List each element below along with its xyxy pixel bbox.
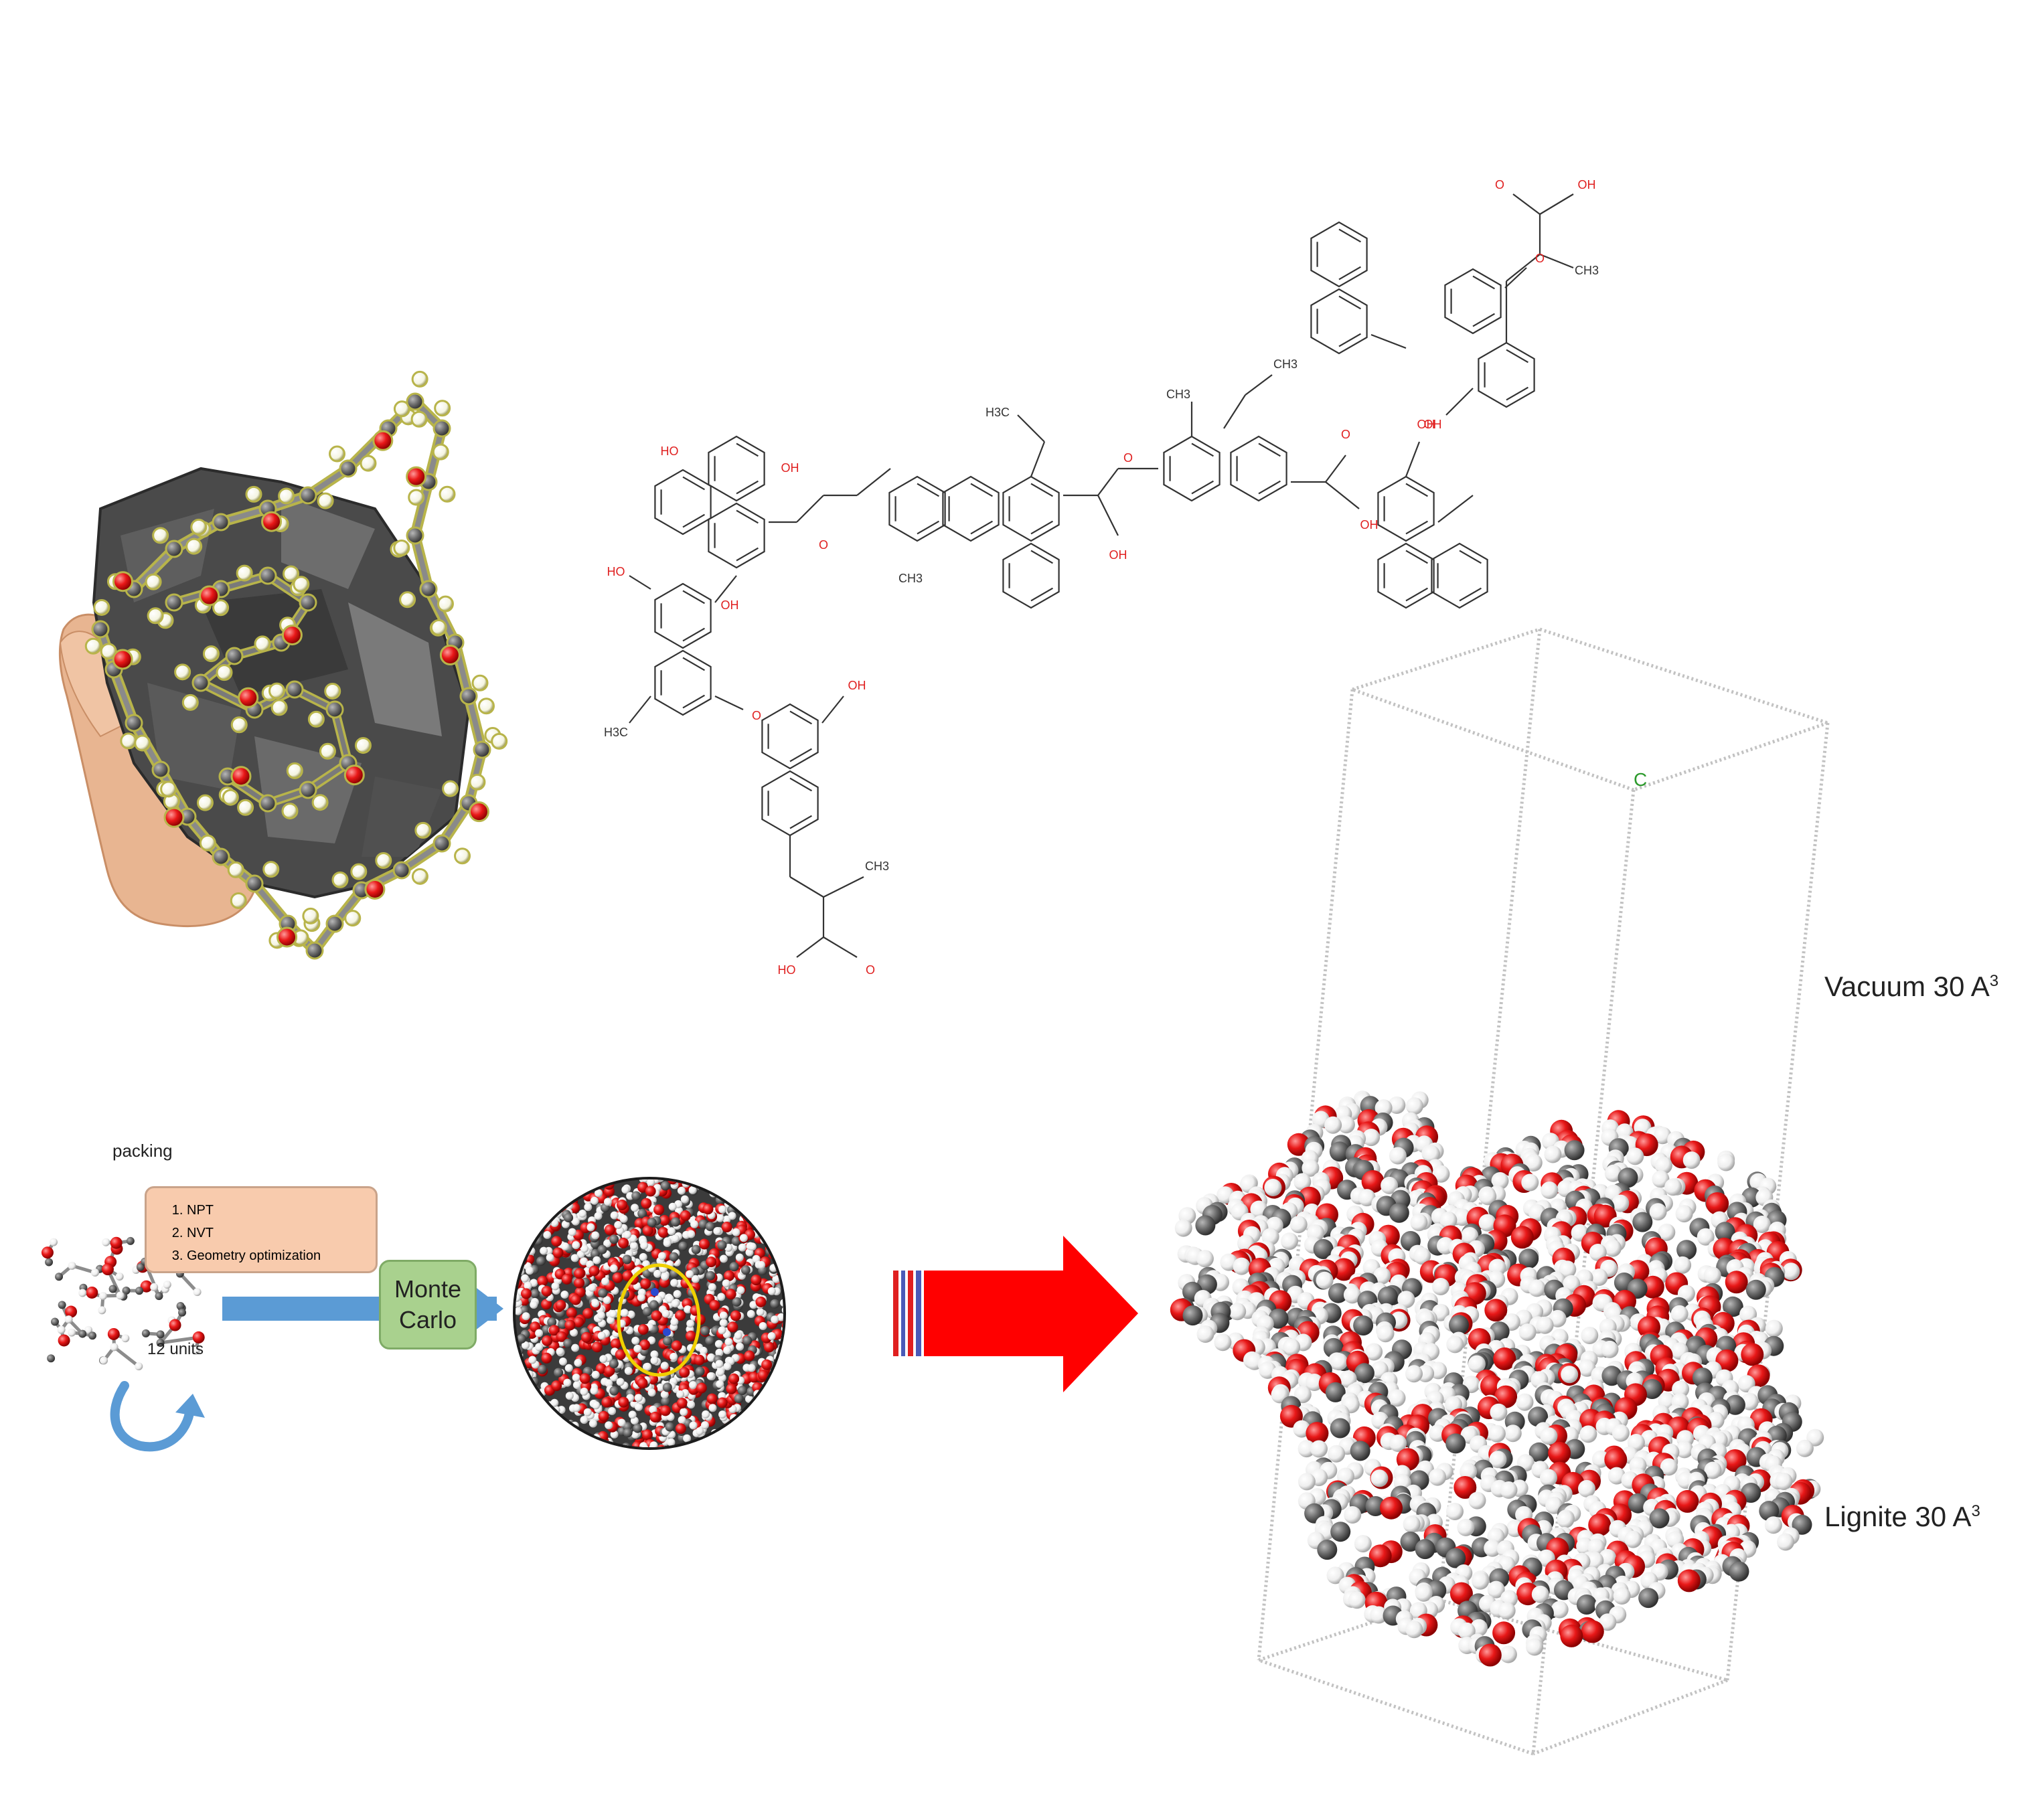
svg-text:HO: HO [607, 565, 625, 578]
svg-text:OH: OH [1578, 178, 1596, 191]
svg-text:CH3: CH3 [898, 572, 923, 585]
lignite-label: Lignite 30 A3 [1824, 1501, 1980, 1533]
svg-text:OH: OH [848, 679, 866, 692]
units-label: 12 units [147, 1340, 204, 1359]
svg-text:O: O [866, 963, 875, 977]
simulation-steps-box: NPT NVT Geometry optimization [145, 1186, 378, 1273]
svg-text:CH3: CH3 [1166, 388, 1190, 401]
lignite-superscript: 3 [1972, 1502, 1980, 1520]
lignite-label-text: Lignite 30 A [1824, 1501, 1972, 1532]
packed-cell-circle [503, 1167, 795, 1491]
step-item: Geometry optimization [187, 1244, 366, 1267]
svg-text:HO: HO [778, 963, 796, 977]
svg-text:OH: OH [1360, 518, 1379, 532]
svg-text:H3C: H3C [604, 726, 628, 739]
svg-text:CH3: CH3 [865, 860, 889, 873]
svg-text:OH: OH [1109, 548, 1127, 562]
step-item: NPT [187, 1199, 366, 1222]
lignite-photo [60, 372, 506, 959]
svg-text:O: O [1535, 252, 1545, 265]
step-item: NVT [187, 1222, 366, 1244]
vacuum-superscript: 3 [1990, 972, 1998, 990]
svg-text:OH: OH [1424, 418, 1442, 431]
packing-label: packing [112, 1141, 173, 1161]
svg-text:O: O [819, 538, 828, 552]
svg-text:HO: HO [661, 444, 679, 458]
svg-text:CH3: CH3 [1273, 357, 1298, 371]
svg-text:O: O [1495, 178, 1504, 191]
rotation-arrow [115, 1386, 190, 1447]
svg-text:CH3: CH3 [1575, 264, 1599, 277]
svg-text:OH: OH [781, 461, 799, 475]
svg-text:O: O [1341, 428, 1350, 441]
axis-c-label: C [1634, 769, 1647, 790]
svg-text:O: O [1123, 451, 1133, 465]
svg-text:OH: OH [721, 598, 739, 612]
lignite-slab [1170, 1090, 1824, 1666]
svg-text:H3C: H3C [986, 406, 1010, 419]
vacuum-label-text: Vacuum 30 A [1824, 971, 1990, 1002]
vacuum-label: Vacuum 30 A3 [1824, 971, 1998, 1003]
red-arrow [893, 1236, 1138, 1392]
monte-carlo-box: Monte Carlo [379, 1260, 477, 1350]
rotation-arrowhead [175, 1394, 205, 1418]
svg-text:O: O [752, 709, 761, 722]
